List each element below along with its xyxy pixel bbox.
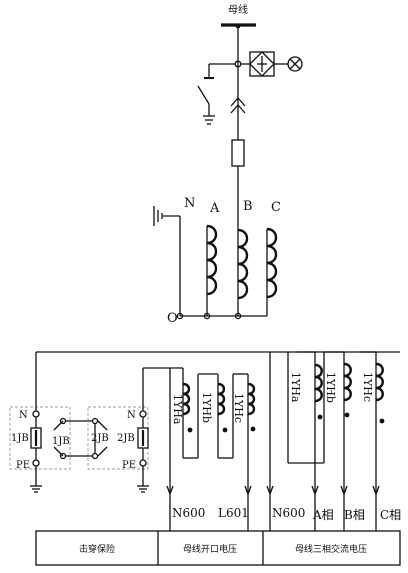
winding-label-open-c: 1YHc: [232, 393, 245, 423]
terminal-arrow-2: [244, 485, 252, 496]
primary-coil-c: [266, 227, 278, 299]
winding-label-open-b: 1YHb: [200, 392, 213, 423]
terminal-arrow-3: [266, 485, 274, 496]
terminal-c-phase: C相: [380, 508, 401, 522]
terminal-b-phase: B相: [344, 508, 365, 522]
phase-label-c: C: [271, 200, 281, 215]
primary-coil-a: [206, 224, 218, 296]
three-phase-coil-a: [314, 363, 323, 403]
phase-label-a: A: [209, 201, 220, 216]
table-cell-open-voltage: 母线开口电压: [183, 543, 237, 555]
phase-label-n: N: [184, 196, 195, 211]
terminal-arrow-1: [166, 485, 174, 496]
breakdown-fuse-panel: N 1JB 1JB PE N 2JB 2JB PE: [9, 406, 149, 493]
busbar-label: 母线: [228, 3, 248, 16]
open-delta-coil-a: [182, 382, 191, 416]
primary-coil-b: [237, 228, 249, 300]
terminal-n600-1: N600: [172, 506, 205, 520]
pt-primary: N A B C O: [153, 196, 281, 326]
phase-label-b: B: [243, 199, 253, 214]
terminal-arrow-5: [340, 485, 348, 496]
three-phase-coil-c-polarity-dot: [379, 418, 385, 424]
terminal-a-phase: A相: [312, 508, 334, 522]
protector-jb2-left: 2JB: [91, 433, 109, 444]
busbar-section: 母线: [197, 3, 303, 238]
three-phase-coil-c: [375, 362, 384, 402]
secondary-wiring: [35, 351, 400, 531]
three-phase-coil-b: [343, 362, 352, 402]
winding-labels: 1YHa 1YHb 1YHc 1YHa 1YHb 1YHc: [171, 372, 374, 425]
function-table: 击穿保险 母线开口电压 母线三相交流电压: [35, 530, 401, 566]
protector-n1: N: [19, 410, 28, 421]
terminal-arrow-6: [372, 485, 380, 496]
winding-label-3p-a: 1YHa: [289, 372, 302, 403]
protector-pe2: PE: [122, 460, 136, 471]
three-phase-coil-b-polarity-dot: [344, 412, 350, 418]
protector-jb1-left: 1JB: [11, 433, 29, 444]
neutral-point-label: O: [167, 311, 178, 326]
winding-label-3p-b: 1YHb: [324, 372, 337, 403]
table-cell-breakdown-fuse: 击穿保险: [79, 543, 115, 555]
terminal-labels: N600 L601 N600 A相 B相 C相: [172, 506, 401, 522]
three-phase-coil-a-polarity-dot: [317, 414, 323, 420]
terminal-n600-2: N600: [272, 506, 305, 520]
open-delta-coil-b-polarity-dot: [222, 427, 228, 433]
open-delta-coil-b: [217, 382, 226, 416]
protector-jb2-right: 2JB: [117, 433, 135, 444]
open-delta-coil-a-polarity-dot: [187, 427, 193, 433]
winding-label-open-a: 1YHa: [171, 394, 184, 425]
protector-jb1-right: 1JB: [52, 436, 70, 447]
protector-n2: N: [127, 410, 136, 421]
terminal-arrow-4: [311, 485, 319, 496]
table-cell-three-phase-voltage: 母线三相交流电压: [295, 543, 367, 555]
terminal-l601: L601: [218, 506, 249, 520]
protector-pe1: PE: [16, 460, 30, 471]
winding-label-3p-c: 1YHc: [361, 372, 374, 402]
open-delta-coil-c-polarity-dot: [250, 426, 256, 432]
open-delta-coil-c: [247, 382, 256, 416]
